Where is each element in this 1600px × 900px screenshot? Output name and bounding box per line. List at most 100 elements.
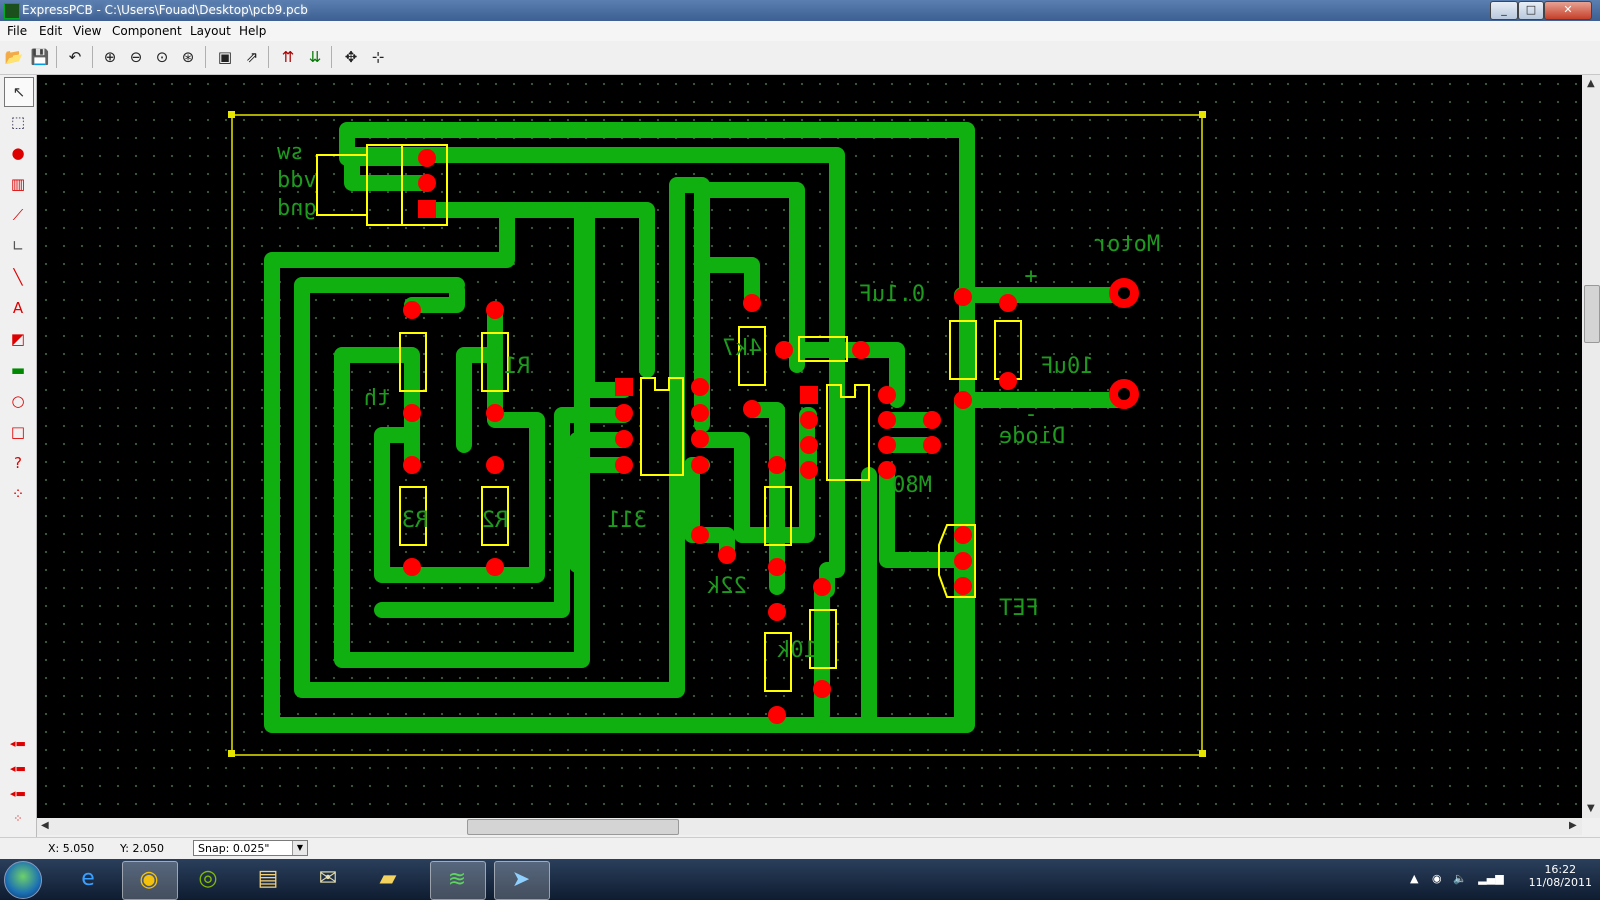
pad[interactable] [418, 149, 436, 167]
open-icon[interactable]: 📂 [4, 48, 24, 66]
maximize-button[interactable]: □ [1518, 1, 1544, 20]
pad[interactable] [800, 386, 818, 404]
pad[interactable] [768, 456, 786, 474]
volume-icon[interactable]: 🔈 [1453, 872, 1467, 885]
layer-bottom-icon[interactable]: ◂▬ [10, 762, 26, 775]
line-icon[interactable]: ╲ [13, 268, 23, 286]
corner-icon[interactable]: ∟ [11, 237, 25, 255]
internet-explorer-icon[interactable]: e [81, 866, 95, 891]
zoom-in-icon[interactable]: ⊕ [103, 48, 117, 66]
pad[interactable] [923, 411, 941, 429]
pad[interactable] [800, 411, 818, 429]
scroll-down-icon[interactable]: ▼ [1587, 803, 1595, 814]
pad[interactable] [615, 404, 633, 422]
layer-silk-icon[interactable]: ◂▬ [10, 787, 26, 800]
pad[interactable] [743, 294, 761, 312]
scroll-up-icon[interactable]: ▲ [1587, 78, 1595, 89]
horizontal-scroll-thumb[interactable] [467, 819, 679, 835]
menu-file[interactable]: File [7, 24, 28, 38]
horizontal-scrollbar[interactable]: ◀ ▶ [37, 818, 1582, 835]
text-icon[interactable]: A [12, 299, 24, 317]
pad[interactable] [743, 400, 761, 418]
trace-icon[interactable]: ⟋ [12, 206, 24, 224]
signal-icon[interactable]: ▂▄▆ [1478, 872, 1504, 885]
pad[interactable] [954, 577, 972, 595]
pad[interactable] [878, 436, 896, 454]
expresspcb-icon[interactable]: ≋ [430, 861, 486, 900]
layer-nodes-icon[interactable]: ⁘ [13, 812, 23, 825]
pad[interactable] [418, 200, 436, 218]
pad[interactable] [691, 404, 709, 422]
pad[interactable] [486, 404, 504, 422]
menu-edit[interactable]: Edit [39, 24, 63, 38]
circle-icon[interactable]: ○ [11, 392, 25, 410]
clock[interactable]: 16:22 11/08/2011 [1529, 863, 1592, 889]
pad[interactable] [403, 558, 421, 576]
pad[interactable] [403, 301, 421, 319]
pad[interactable] [691, 430, 709, 448]
pad[interactable] [878, 411, 896, 429]
menu-layout[interactable]: Layout [190, 24, 231, 38]
vertical-scroll-thumb[interactable] [1584, 285, 1600, 343]
pad[interactable] [852, 341, 870, 359]
pad[interactable] [768, 558, 786, 576]
pad[interactable] [403, 404, 421, 422]
pad[interactable] [813, 578, 831, 596]
pad[interactable] [800, 461, 818, 479]
pcb-layout[interactable]: sw vdd gnd R1 R2 R3 th 311 4k7 22k 10k 0… [37, 75, 1582, 818]
vertical-scrollbar[interactable]: ▲ ▼ [1582, 75, 1600, 818]
pad[interactable] [691, 378, 709, 396]
component-icon[interactable]: ▥ [10, 175, 26, 193]
pad[interactable] [486, 558, 504, 576]
pad[interactable] [691, 456, 709, 474]
tray-arrow-icon[interactable]: ▲ [1410, 872, 1419, 885]
zoom-icon[interactable]: ⊙ [155, 48, 169, 66]
pad[interactable] [768, 603, 786, 621]
pad[interactable] [615, 430, 633, 448]
pad[interactable] [999, 372, 1017, 390]
layer-swap-icon[interactable]: ◩ [10, 330, 26, 348]
mail-icon[interactable]: ✉ [318, 866, 338, 891]
pad[interactable] [878, 461, 896, 479]
select-pointer-icon[interactable]: ↖ [4, 77, 34, 107]
pad[interactable] [954, 288, 972, 306]
scroll-right-icon[interactable]: ▶ [1569, 820, 1577, 831]
pad-icon[interactable]: ● [11, 144, 25, 162]
pad[interactable] [923, 436, 941, 454]
help-icon[interactable]: ? [14, 454, 22, 472]
zoom-out-icon[interactable]: ⊖ [129, 48, 143, 66]
layer-top-icon[interactable]: ◂▬ [10, 737, 26, 750]
pad[interactable] [418, 174, 436, 192]
pad[interactable] [718, 546, 736, 564]
connector-icon[interactable]: ▬ [10, 361, 26, 379]
pad[interactable] [691, 526, 709, 544]
pad[interactable] [486, 456, 504, 474]
close-button[interactable]: ✕ [1544, 1, 1592, 20]
undo-icon[interactable]: ↶ [68, 48, 82, 66]
network-icon[interactable]: ◉ [1431, 872, 1442, 885]
pcb-canvas[interactable]: sw vdd gnd R1 R2 R3 th 311 4k7 22k 10k 0… [37, 75, 1582, 818]
pan-icon[interactable]: ✥ [344, 48, 358, 66]
chevron-down-icon[interactable]: ▼ [292, 841, 307, 855]
pad[interactable] [813, 680, 831, 698]
pad[interactable] [615, 378, 633, 396]
spotify-icon[interactable]: ◎ [198, 866, 218, 891]
nodes-icon[interactable]: ⁘ [11, 485, 25, 503]
pad[interactable] [954, 552, 972, 570]
minimize-button[interactable]: _ [1490, 1, 1518, 20]
zoom-area-icon[interactable]: ⬚ [10, 113, 26, 131]
start-button[interactable] [4, 861, 42, 899]
pad[interactable] [954, 526, 972, 544]
messenger-icon[interactable]: ➤ [494, 861, 550, 900]
explorer-icon[interactable]: ▤ [257, 866, 279, 891]
layer-up-icon[interactable]: ⇈ [281, 48, 295, 66]
chrome-icon[interactable]: ◉ [122, 861, 178, 900]
pad[interactable] [954, 391, 972, 409]
pad[interactable] [999, 294, 1017, 312]
pad[interactable] [800, 436, 818, 454]
pad[interactable] [878, 386, 896, 404]
pad[interactable] [615, 456, 633, 474]
properties-icon[interactable]: ▣ [217, 48, 233, 66]
menu-view[interactable]: View [73, 24, 102, 38]
center-icon[interactable]: ⊹ [371, 48, 385, 66]
